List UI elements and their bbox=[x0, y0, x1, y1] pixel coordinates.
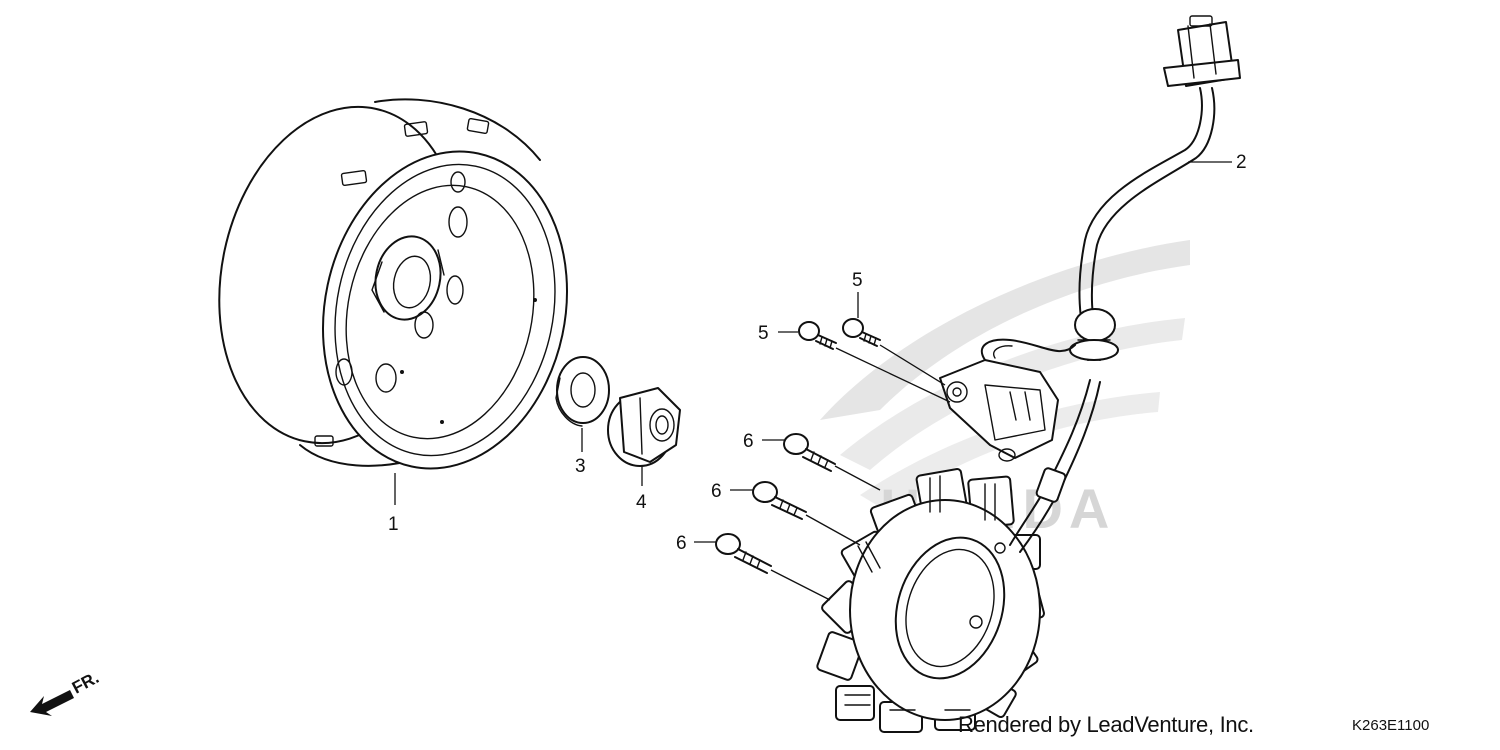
callout-1: 1 bbox=[388, 514, 399, 535]
callout-6-top: 6 bbox=[743, 431, 754, 452]
callout-6-middle: 6 bbox=[711, 481, 722, 502]
callout-2: 2 bbox=[1236, 152, 1247, 173]
bolt-6-top bbox=[783, 433, 836, 472]
callout-6-bottom: 6 bbox=[676, 533, 687, 554]
leader-lines bbox=[394, 161, 1232, 601]
diagram-code: K263E1100 bbox=[1352, 717, 1430, 734]
bolt-6-bottom bbox=[715, 533, 772, 574]
bolt-5-lower bbox=[798, 321, 837, 350]
washer bbox=[555, 356, 610, 427]
flywheel-rotor bbox=[218, 98, 569, 470]
callout-5-upper: 5 bbox=[852, 270, 863, 291]
stator-assembly bbox=[816, 15, 1241, 733]
front-arrow-icon bbox=[30, 690, 74, 716]
front-marker-label: FR. bbox=[69, 668, 102, 698]
front-direction-marker: FR. bbox=[30, 668, 102, 716]
callout-3: 3 bbox=[575, 456, 586, 477]
bolt-6-middle bbox=[752, 481, 807, 520]
flange-nut bbox=[607, 387, 681, 467]
render-credit: Rendered by LeadVenture, Inc. bbox=[958, 712, 1254, 737]
callout-5-lower: 5 bbox=[758, 323, 769, 344]
callout-4: 4 bbox=[636, 492, 647, 513]
bolt-5-upper bbox=[842, 318, 881, 347]
